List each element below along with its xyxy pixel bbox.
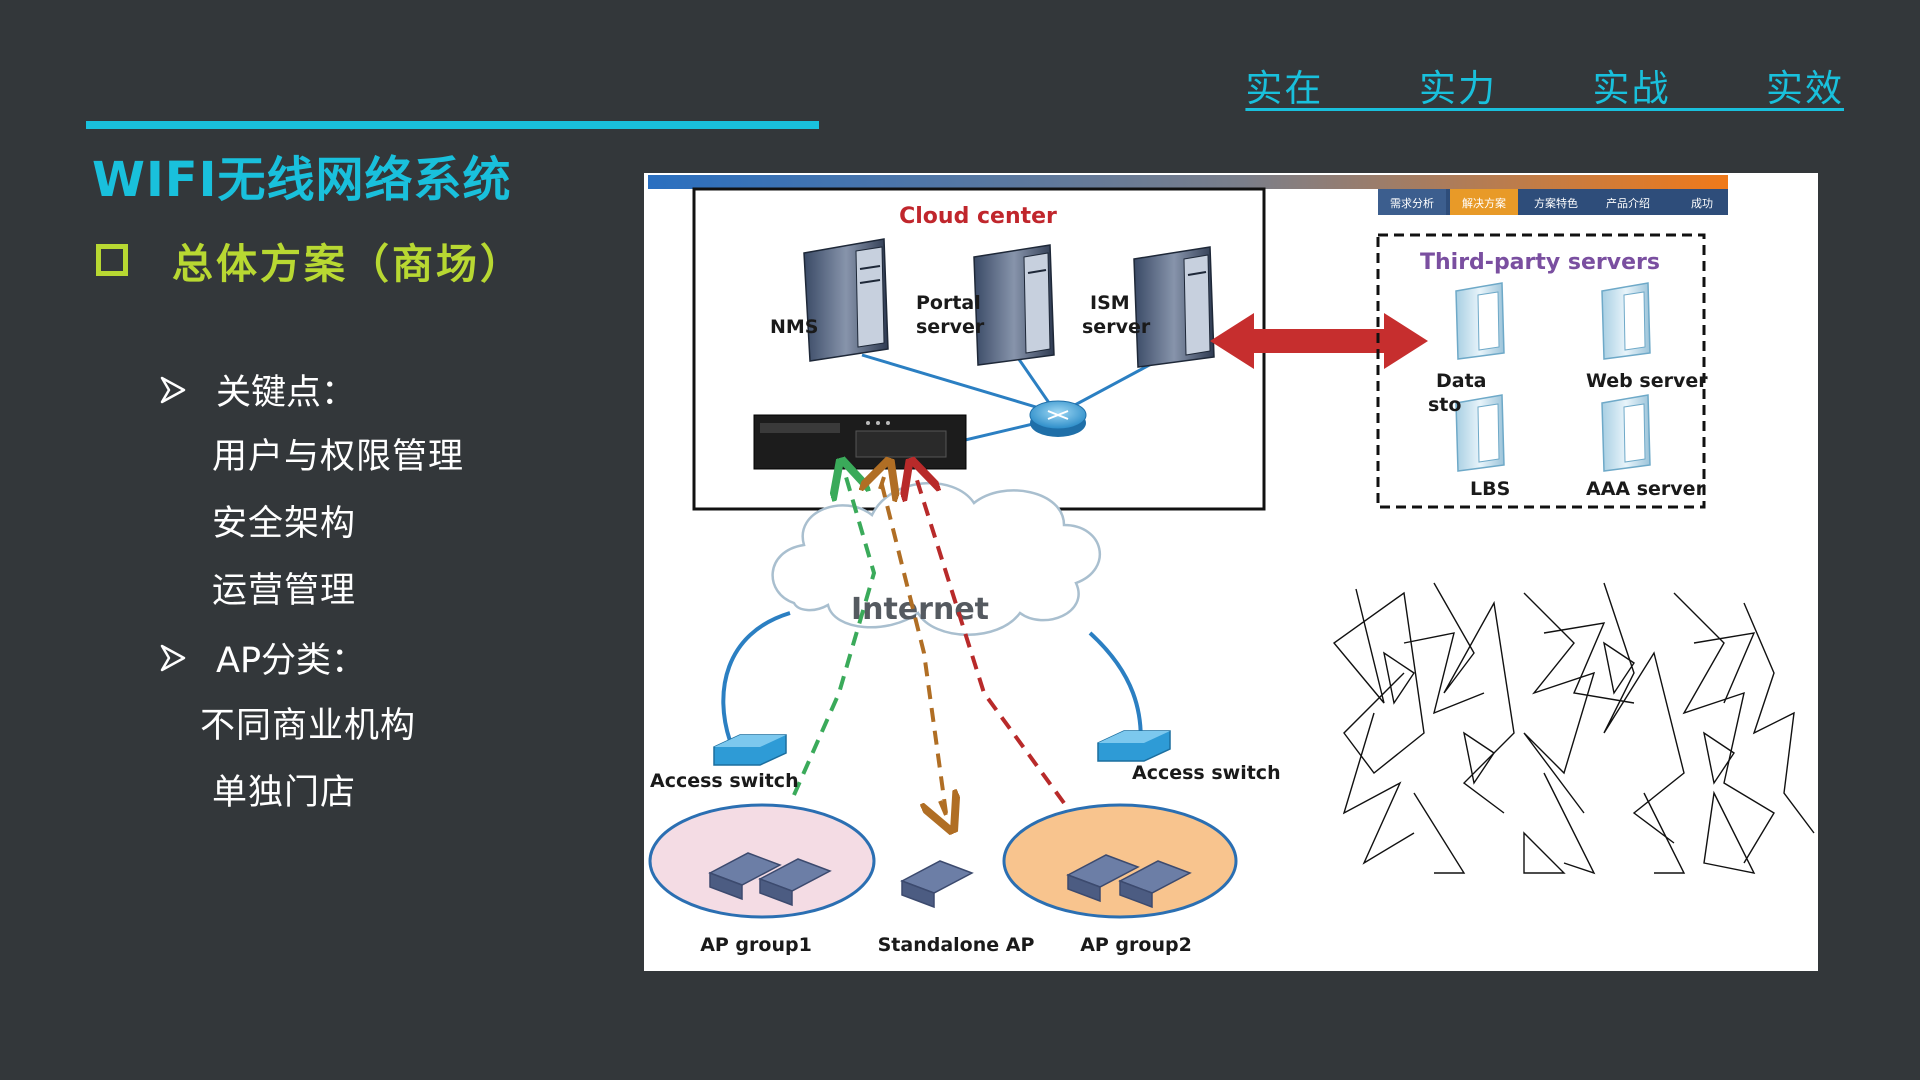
tab-label: 方案特色 (1534, 196, 1578, 210)
ap-device-side-icon (1067, 873, 1101, 903)
lbs-server-icon (1455, 394, 1505, 472)
square-bullet-icon (96, 244, 128, 276)
bullet-label: AP分类： (216, 641, 367, 681)
bullet-label: 关键点： (216, 373, 357, 413)
double-arrow-icon (1210, 313, 1428, 369)
bullet-ap-classes: AP分类： (160, 632, 366, 683)
list-item: 用户与权限管理 (212, 437, 465, 477)
slogan: 实在 实力 实战 实效 (1245, 67, 1844, 110)
web-server-icon (1601, 282, 1651, 360)
nms-server-icon (803, 238, 889, 362)
ap-device-side-icon (759, 877, 793, 907)
bullet-key-points: 关键点： (160, 364, 356, 415)
flow-red (916, 477, 1066, 805)
network-diagram: 需求分析 解决方案 方案特色 产品介绍 成功 Cloud center NMS … (648, 175, 1815, 956)
ap-group2-label: AP group2 (1080, 934, 1192, 956)
uplinks (721, 611, 1143, 754)
data-storage-server-icon (1455, 282, 1505, 360)
internet-label: Internet (851, 592, 989, 627)
router-icon (1029, 400, 1087, 437)
access-switch-right-icon (1097, 730, 1171, 762)
ism-server-icon (1133, 246, 1215, 368)
ap-devices (708, 852, 1192, 909)
diagram-tab-strip: 需求分析 解决方案 方案特色 产品介绍 成功 (1378, 189, 1728, 215)
ap-device-side-icon (901, 879, 935, 909)
line-art-crowd-illustration (1332, 582, 1815, 875)
top-color-bar (648, 175, 1728, 189)
tab-label: 产品介绍 (1606, 196, 1650, 210)
tab-needs (1378, 189, 1446, 215)
access-switch-right-label: Access switch (1132, 762, 1281, 784)
tab-solution (1450, 189, 1518, 215)
tab-label: 解决方案 (1462, 196, 1506, 210)
data-storage-label-2: sto (1428, 394, 1461, 416)
page-title: WIFI无线网络系统 (92, 152, 512, 208)
flow-orange-head-up (880, 477, 884, 489)
lbs-label: LBS (1470, 478, 1510, 500)
subtitle: 总体方案（商场） (96, 230, 524, 290)
list-item: 单独门店 (212, 773, 357, 813)
aaa-server-label: AAA server (1586, 478, 1706, 500)
standalone-ap-label: Standalone AP (878, 934, 1035, 956)
flow-orange (878, 476, 948, 814)
list-item: 不同商业机构 (200, 706, 417, 746)
ap-group1-label: AP group1 (700, 934, 812, 956)
arrow-bullet-icon (160, 376, 186, 403)
flow-green (792, 477, 877, 796)
network-diagram-panel: 需求分析 解决方案 方案特色 产品介绍 成功 Cloud center NMS … (644, 173, 1818, 971)
data-storage-label-1: Data (1436, 370, 1487, 392)
portal-server-icon (973, 244, 1055, 366)
aaa-server-icon (1601, 394, 1651, 472)
portal-label-1: Portal (916, 292, 981, 314)
tab-label: 成功 (1691, 197, 1713, 210)
cloud-center-title: Cloud center (899, 204, 1057, 229)
ism-label-2: server (1082, 316, 1151, 338)
third-party-title: Third-party servers (1420, 250, 1660, 275)
title-accent-line (86, 121, 819, 129)
ism-label-1: ISM (1090, 292, 1130, 314)
subtitle-text: 总体方案（商场） (172, 240, 524, 288)
access-controller-icon (753, 414, 967, 470)
third-party-box (1376, 233, 1706, 509)
portal-label-2: server (916, 316, 985, 338)
access-switch-left-icon (713, 734, 787, 766)
list-item: 安全架构 (212, 504, 357, 544)
flow-orange-head-down (940, 801, 946, 815)
list-item: 运营管理 (212, 571, 357, 611)
tab-label: 需求分析 (1390, 196, 1434, 210)
nms-label: NMS (770, 316, 819, 338)
ap-device-side-icon (709, 871, 743, 901)
internet-cloud-icon (771, 481, 1102, 636)
web-server-label: Web server (1586, 370, 1708, 392)
arrow-bullet-icon (160, 644, 186, 671)
ap-device-side-icon (1119, 879, 1153, 909)
access-switch-left-label: Access switch (650, 770, 799, 792)
